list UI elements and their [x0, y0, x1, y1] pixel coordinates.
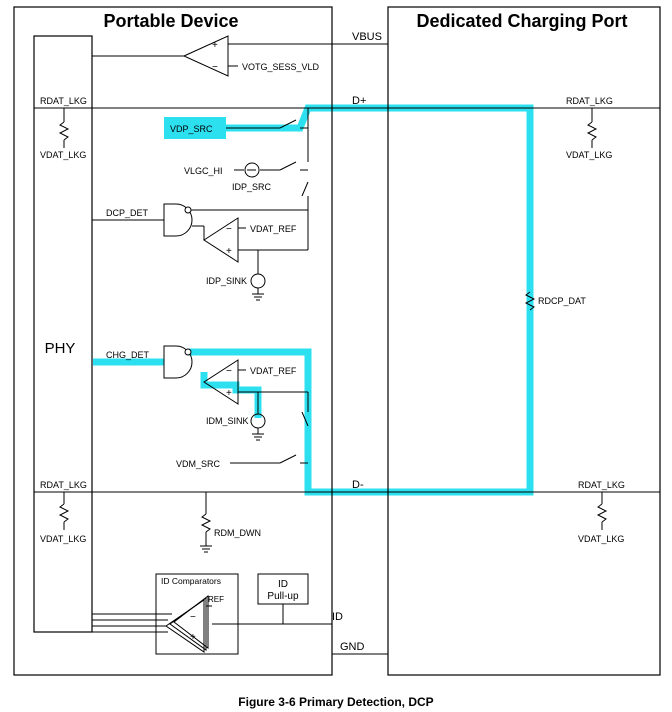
idp-src-switch [279, 161, 297, 171]
id-minus-sign: − [190, 612, 196, 623]
idp-sink-label: IDP_SINK [206, 276, 247, 286]
dcp-det-and-gate [163, 203, 193, 237]
vdm-src-label: VDM_SRC [176, 459, 221, 469]
vdat-lkg-right-dp-label: VDAT_LKG [566, 150, 612, 160]
portable-device-title: Portable Device [103, 11, 238, 31]
dplus-label: D+ [352, 95, 366, 107]
rdcp-dat-label: RDCP_DAT [538, 296, 586, 306]
portable-device-panel [13, 6, 333, 676]
dm-comparator-switch [301, 411, 309, 427]
chg-plus-sign: + [226, 388, 232, 399]
vdat-ref-chg-label: VDAT_REF [250, 366, 297, 376]
vbus-minus-sign: − [212, 62, 218, 73]
phy-label: PHY [45, 340, 76, 357]
vbus-plus-sign: + [212, 40, 218, 51]
votg-sess-vld-label: VOTG_SESS_VLD [242, 62, 320, 72]
ref-label: REF [208, 595, 224, 604]
idp-src-current-source [244, 162, 260, 178]
rdat-lkg-right-dm-resistor [596, 503, 608, 523]
dcp-gate-bubble [184, 206, 192, 214]
vdat-lkg-left-dm-label: VDAT_LKG [40, 534, 86, 544]
highlight-paths [93, 104, 534, 496]
vdat-lkg-left-dp-label: VDAT_LKG [40, 150, 86, 160]
id-pullup-label-line2: Pull-up [267, 591, 299, 602]
charging-port-title: Dedicated Charging Port [416, 11, 627, 31]
vdp-src-switch [279, 119, 297, 129]
vdat-lkg-right-dm-label: VDAT_LKG [578, 534, 624, 544]
chg-minus-sign: − [226, 366, 232, 377]
vdat-ref-dcp-label: VDAT_REF [250, 224, 297, 234]
rdat-lkg-dm-resistor [58, 503, 70, 523]
vdm-src-switch [279, 454, 297, 464]
figure-caption: Figure 3-6 Primary Detection, DCP [238, 695, 433, 709]
vbus-comparator [182, 35, 229, 77]
id-comparators-label: ID Comparators [161, 576, 221, 586]
id-label: ID [332, 611, 343, 623]
chg-det-label: CHG_DET [106, 350, 150, 360]
dp-comparator-switch [301, 181, 309, 197]
rdat-lkg-dp-resistor [58, 121, 70, 141]
idp-src-label: IDP_SRC [232, 182, 272, 192]
charging-port-panel [387, 6, 661, 676]
chg-gate-bubble [184, 348, 192, 356]
vlgc-hi-label: VLGC_HI [184, 166, 223, 176]
rdcp-dat-resistor [524, 291, 536, 311]
rdat-lkg-left-dm-label: RDAT_LKG [40, 480, 87, 490]
rdat-lkg-right-dp-label: RDAT_LKG [566, 96, 613, 106]
dcp-det-label: DCP_DET [106, 208, 149, 218]
vdp-src-highlight [164, 117, 226, 139]
rdm-dwn-resistor [200, 513, 212, 533]
rdm-dwn-label: RDM_DWN [214, 528, 261, 538]
chg-det-and-gate [163, 345, 193, 379]
dminus-label: D- [352, 479, 364, 491]
phy-block [33, 35, 93, 633]
chg-det-comparator [203, 359, 239, 405]
dcp-det-comparator [203, 217, 239, 263]
idp-sink-current-source [250, 273, 266, 289]
dcp-current-loop-highlight [188, 104, 534, 496]
rdat-lkg-right-dm-label: RDAT_LKG [578, 480, 625, 490]
dcp-plus-sign: + [226, 246, 232, 257]
dcp-minus-sign: − [226, 224, 232, 235]
id-plus-sign: + [190, 632, 196, 643]
vbus-label: VBUS [352, 31, 382, 43]
gnd-label: GND [340, 641, 365, 653]
rdat-lkg-left-dp-label: RDAT_LKG [40, 96, 87, 106]
idm-sink-label: IDM_SINK [206, 416, 249, 426]
vdp-src-label: VDP_SRC [170, 124, 213, 134]
id-comparator-3 [173, 594, 209, 650]
rdat-lkg-right-dp-resistor [586, 121, 598, 141]
id-pullup-label-line1: ID [278, 579, 288, 590]
